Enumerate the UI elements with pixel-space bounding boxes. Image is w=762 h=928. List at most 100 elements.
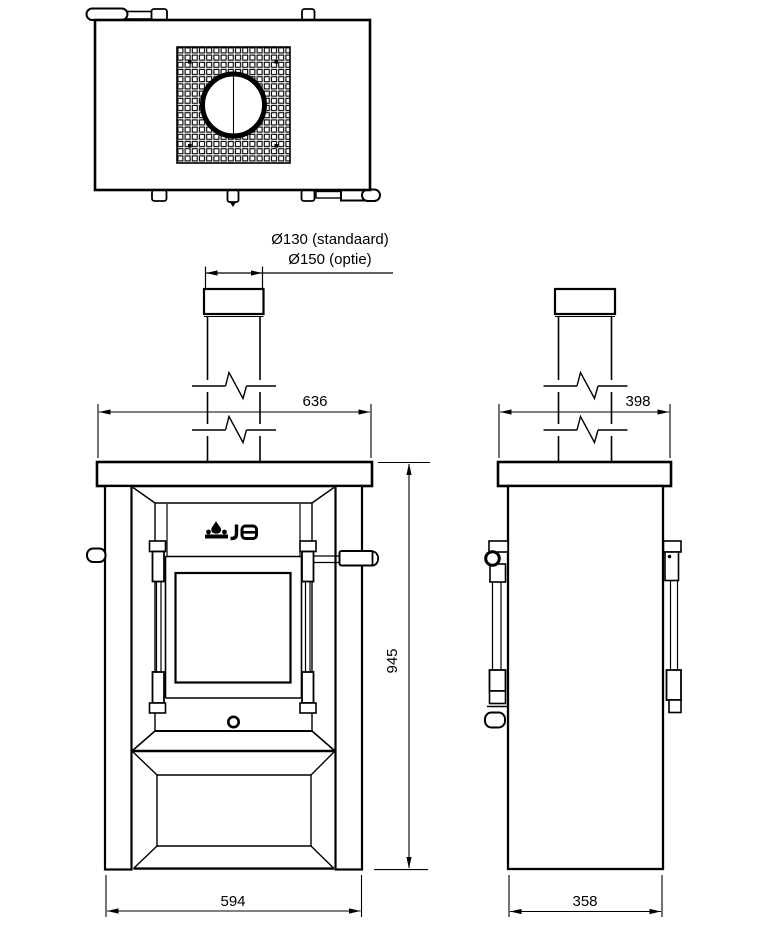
pipe-break-symbol [192,414,276,445]
arrowhead-right [649,908,661,915]
handle-connector [125,10,154,20]
base-slants [131,750,336,776]
air-control-knob [227,715,241,729]
dimension-945: 945 [374,461,430,871]
flame-curl [222,529,227,535]
hinge-block [664,551,680,582]
side-hinge-mechanism [662,540,682,714]
bottom-edge-tab-right [300,189,316,202]
panel-sides [166,504,301,556]
latch-body [226,189,240,203]
handle-cap [371,550,380,567]
arrowhead-left [206,270,218,276]
handle-connector [315,190,344,199]
flue-collar [553,287,617,316]
handle-grip [85,7,129,21]
dimension-398: 398 [498,393,671,458]
screw-dot [188,60,192,64]
extension-lines [374,461,430,871]
door-glass-window [174,571,292,684]
screw-dot [274,144,279,148]
dimension-label: 594 [220,893,245,910]
hinge-bracket [662,540,682,553]
grille-screws [188,60,279,148]
door-hinge-right [299,540,317,714]
hinge-block [488,669,507,692]
arrowhead-left [500,409,512,415]
dimension-594: 594 [105,875,363,917]
dimension-label: 358 [572,893,597,910]
arrowhead-right [358,409,370,415]
dimension-label: 398 [625,393,650,410]
pipe-break-symbol [192,370,276,401]
hinge-block [301,671,315,704]
hinge-block [665,669,682,701]
flame-curl [206,529,211,535]
arrowhead-top [406,463,412,475]
hinge-pin-dot [667,554,672,559]
extension-lines [508,875,663,917]
flue-standard-label: Ø130 (standaard) [271,231,389,248]
hinge-bracket [488,540,509,553]
hinge-tab [148,540,167,553]
screw-dot [188,144,192,148]
pipe-break-symbol [543,414,628,445]
side-view [484,287,682,871]
door-hinge-left [148,540,167,714]
handle-pivot [484,550,501,567]
logo-base [205,534,228,539]
top-bevels [132,486,335,504]
handle-tab [150,8,168,21]
pipe-walls [557,317,613,462]
side-knob [484,711,506,729]
side-knob-front-view [86,547,107,563]
flue-collar [202,287,265,316]
screw-dot [274,60,279,64]
dimension-358: 358 [508,875,663,917]
flame-icon [211,521,222,534]
hinge-block-lower [668,699,682,714]
hinge-block [151,550,165,583]
hinge-tab [299,540,317,553]
pipe-walls [206,317,261,462]
door-handle-top-view [85,7,168,21]
hinge-block [151,671,165,704]
hinge-rod [491,582,502,670]
front-right-leg [334,484,364,871]
flame-brand-logo [205,521,258,541]
door-handle-bottom-view [315,188,381,202]
arrowhead-right [251,270,263,276]
dimension-label: 636 [302,393,327,410]
base-bevel [131,730,336,752]
hinge-tab [299,702,317,714]
latch-point [229,201,237,207]
hinge-rod [669,580,679,670]
dimension-label: 945 [384,648,401,673]
hinge-rod [304,581,311,672]
hinge-block [301,550,315,583]
flue-diameter-callout: Ø130 (standaard) Ø150 (optie) [204,231,393,290]
hinge-rod [155,581,162,672]
arrowhead-right [657,409,669,415]
handle-grip [338,550,375,567]
bottom-edge-tab-left [151,189,168,202]
arrowhead-left [510,908,522,915]
side-flue-pipe [543,287,628,462]
side-handle-mechanism [484,540,509,729]
handle-shaft [313,555,340,564]
side-body [506,484,665,871]
top-view [85,7,381,207]
flue-leader-lines [204,266,393,290]
hinge-tab [148,702,167,714]
arrowhead-left [99,409,111,415]
base-panel-sides [156,775,312,846]
logo-letter-j [230,524,239,541]
front-base [131,730,336,870]
extension-lines [97,404,372,458]
extension-lines [105,875,363,917]
pipe-break-symbol [543,370,628,401]
flue-option-label: Ø150 (optie) [288,251,371,268]
bottom-center-latch [226,189,240,207]
